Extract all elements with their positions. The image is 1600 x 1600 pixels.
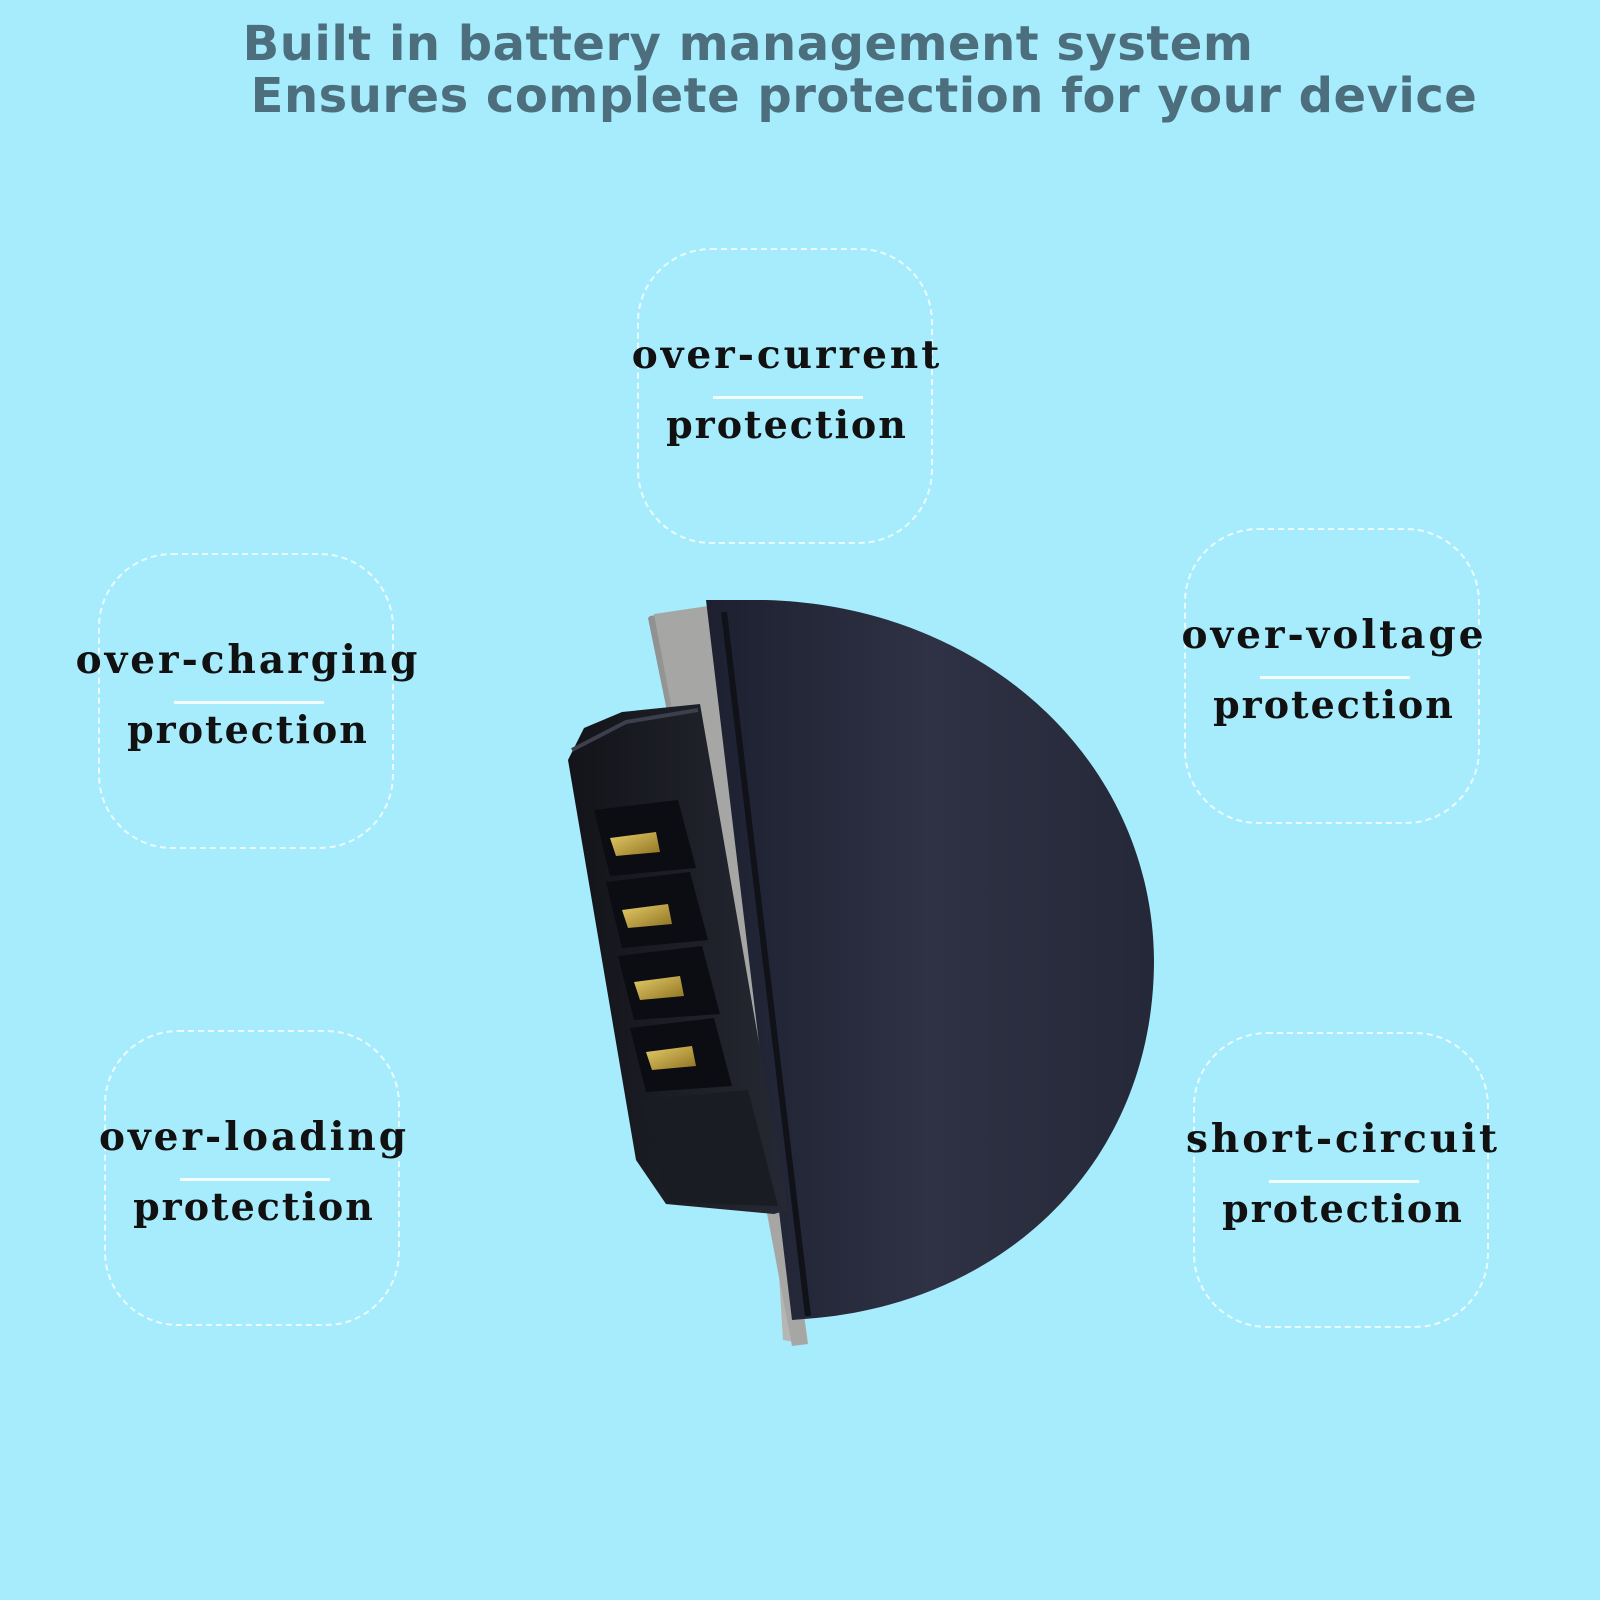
over-current-badge: over-current protection bbox=[632, 248, 939, 544]
over-loading-badge: over-loading protection bbox=[99, 1030, 406, 1326]
badge-divider bbox=[1260, 676, 1410, 679]
badge-subtitle: protection bbox=[127, 707, 369, 752]
badge-subtitle: protection bbox=[666, 402, 908, 447]
badge-title: over-voltage bbox=[1181, 612, 1487, 658]
badge-divider bbox=[1269, 1180, 1419, 1183]
badge-subtitle: protection bbox=[1222, 1186, 1464, 1231]
over-voltage-badge: over-voltage protection bbox=[1181, 528, 1484, 824]
badge-title: short-circuit bbox=[1185, 1116, 1501, 1162]
battery-connector-image bbox=[568, 600, 1154, 1346]
badge-divider bbox=[174, 701, 324, 704]
headline-line-2: Ensures complete protection for your dev… bbox=[250, 68, 1478, 124]
connector-housing-highlight bbox=[571, 708, 699, 752]
battery-body bbox=[706, 600, 1154, 1320]
badge-divider bbox=[180, 1178, 330, 1181]
gold-contact-pins bbox=[610, 832, 696, 1070]
over-charging-badge: over-charging protection bbox=[76, 553, 417, 849]
headline-line-1: Built in battery management system bbox=[242, 16, 1254, 72]
badge-title: over-charging bbox=[75, 637, 421, 683]
badge-subtitle: protection bbox=[1213, 682, 1455, 727]
badge-subtitle: protection bbox=[133, 1184, 375, 1229]
battery-body-seam bbox=[721, 611, 811, 1317]
connector-lower-lip bbox=[640, 1090, 778, 1206]
badge-divider bbox=[713, 396, 863, 399]
badge-title: over-loading bbox=[98, 1114, 410, 1160]
short-circuit-badge: short-circuit protection bbox=[1186, 1032, 1497, 1328]
badge-title: over-current bbox=[631, 332, 943, 378]
